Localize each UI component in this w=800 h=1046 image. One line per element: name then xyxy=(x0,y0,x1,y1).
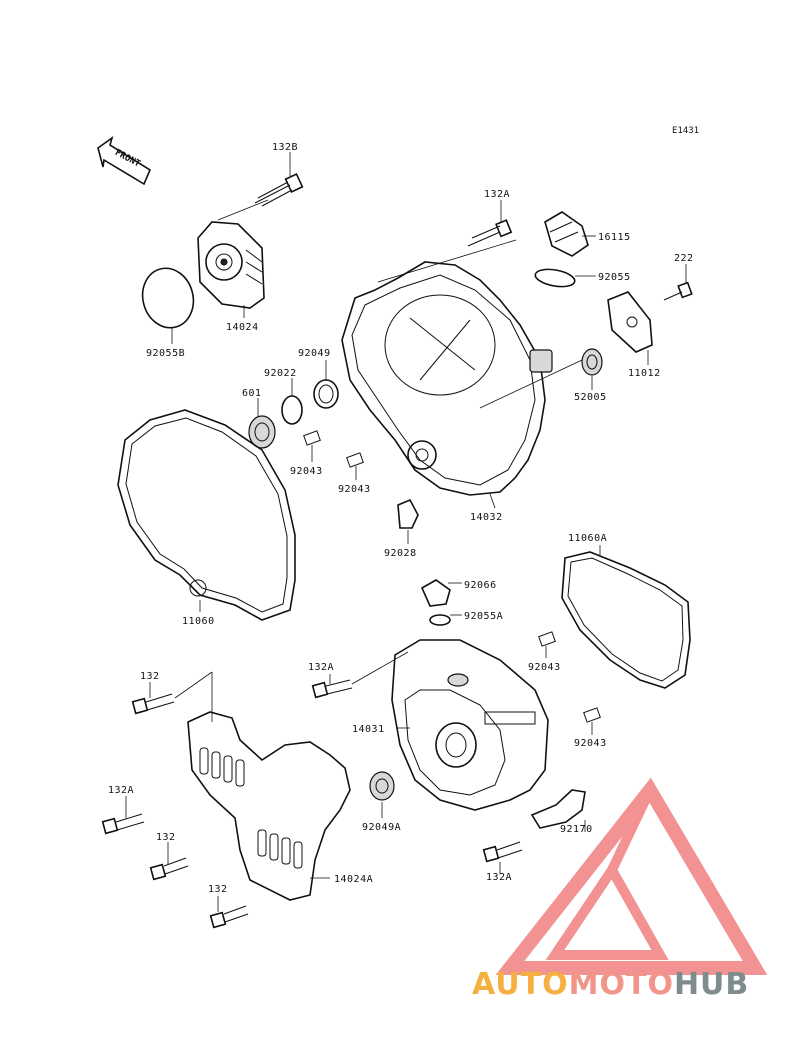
dowel-92043-d xyxy=(583,707,601,735)
label-92170: 92170 xyxy=(560,824,593,835)
label-14032: 14032 xyxy=(470,512,503,523)
pump-cover-14024 xyxy=(197,199,269,318)
dowel-92043-b xyxy=(346,452,364,480)
label-601: 601 xyxy=(242,388,262,399)
watermark-moto: MOTO xyxy=(569,967,674,1002)
cap-11012 xyxy=(607,291,653,365)
watermark-hub: HUB xyxy=(674,967,749,1002)
bolt-132a-mid xyxy=(311,651,409,699)
watermark-text: AUTOMOTOHUB xyxy=(472,967,749,1002)
bearing-601 xyxy=(248,398,276,449)
front-arrow-icon: FRONT xyxy=(97,136,152,186)
label-92066: 92066 xyxy=(464,580,497,591)
label-92022: 92022 xyxy=(264,368,297,379)
plug-16115 xyxy=(544,211,596,257)
label-11060: 11060 xyxy=(182,616,215,627)
label-52005: 52005 xyxy=(574,392,607,403)
oring-92055b xyxy=(141,267,195,344)
sprocket-cover-14024a xyxy=(187,711,351,901)
bracket-92170 xyxy=(530,789,586,832)
label-92028: 92028 xyxy=(384,548,417,559)
label-92049: 92049 xyxy=(298,348,331,359)
label-14024: 14024 xyxy=(226,322,259,333)
bolt-132a-bottom xyxy=(482,841,523,874)
plug-92028 xyxy=(397,498,419,544)
screw-222 xyxy=(663,264,693,301)
gasket-11060a xyxy=(561,545,691,689)
oring-92055a xyxy=(429,614,462,626)
washer-92022 xyxy=(281,378,303,425)
clutch-cover-14031 xyxy=(391,639,549,811)
seal-92049a xyxy=(369,771,395,818)
label-92043-a: 92043 xyxy=(290,466,323,477)
label-132-a: 132 xyxy=(140,671,160,682)
label-132b: 132B xyxy=(272,142,298,153)
label-92043-b: 92043 xyxy=(338,484,371,495)
label-11060a: 11060A xyxy=(568,533,607,544)
seal-92049 xyxy=(313,360,339,409)
seal-52005 xyxy=(479,348,603,409)
bolt-132-b xyxy=(149,842,189,881)
label-92055b: 92055B xyxy=(146,348,185,359)
bolt-132-c xyxy=(209,896,249,929)
watermark-logo xyxy=(495,777,768,975)
diagram-code: E1431 xyxy=(672,126,699,136)
label-16115: 16115 xyxy=(598,232,631,243)
label-132-b: 132 xyxy=(156,832,176,843)
gasket-11060 xyxy=(117,409,296,621)
label-14024a: 14024A xyxy=(334,874,373,885)
label-11012: 11012 xyxy=(628,368,661,379)
label-92043-c: 92043 xyxy=(528,662,561,673)
bolt-132b xyxy=(254,152,304,207)
dowel-92043-a xyxy=(303,430,321,462)
label-14031: 14031 xyxy=(352,724,385,735)
dowel-92043-c xyxy=(538,631,556,658)
bolt-132a-top xyxy=(467,200,513,247)
watermark-auto: AUTO xyxy=(472,967,569,1002)
label-92055: 92055 xyxy=(598,272,631,283)
label-132a-left: 132A xyxy=(108,785,134,796)
label-132a-mid: 132A xyxy=(308,662,334,673)
bolt-132a-left xyxy=(101,796,145,835)
label-132-c: 132 xyxy=(208,884,228,895)
crankcase-cover-14032 xyxy=(341,239,553,509)
label-92055a: 92055A xyxy=(464,611,503,622)
oring-92055 xyxy=(534,268,596,288)
bolt-132-a xyxy=(131,671,213,722)
label-92043-d: 92043 xyxy=(574,738,607,749)
part-labels: 132B 132A 16115 222 92055 14024 92055B 1… xyxy=(108,142,694,895)
label-132a-top: 132A xyxy=(484,189,510,200)
label-132a-bottom: 132A xyxy=(486,872,512,883)
cap-92066 xyxy=(420,579,462,607)
label-92049a: 92049A xyxy=(362,822,401,833)
label-222: 222 xyxy=(674,253,694,264)
